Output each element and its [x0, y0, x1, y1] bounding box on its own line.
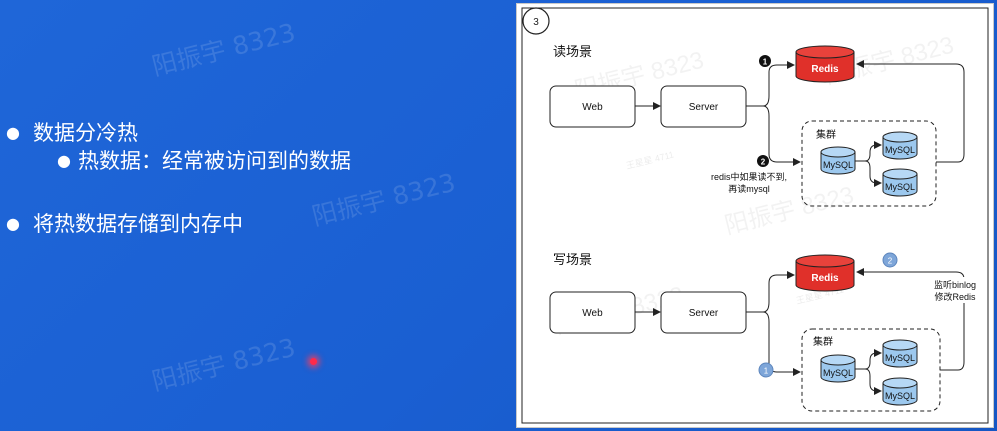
step-badge-label: 3	[533, 17, 539, 28]
mysql-replica-a-cylinder	[882, 131, 918, 160]
cluster-box	[801, 120, 937, 207]
binlog-note-line1: 监听binlog	[934, 279, 976, 290]
cluster-label: 集群	[816, 128, 836, 141]
replication-arrow	[855, 141, 882, 162]
write-scene-title: 写场景	[553, 252, 592, 267]
bullet-text: 热数据：经常被访问到的数据	[78, 149, 351, 173]
architecture-diagram: 阳振宇 8323 阳振宇 8323 阳振宇 8323 阳振宇 8323 王星星 …	[521, 7, 989, 424]
bullet-text: 数据分冷热	[33, 121, 138, 145]
server-to-redis-arrow	[746, 271, 795, 313]
cluster-to-redis-arrow	[856, 60, 965, 163]
laser-pointer	[310, 358, 317, 365]
replication-arrow	[855, 349, 882, 370]
server-label: Server	[689, 102, 719, 113]
mysql-replica-b-cylinder	[882, 168, 918, 197]
binlog-note-line2: 修改Redis	[934, 291, 976, 302]
server-label: Server	[689, 308, 719, 319]
write-step-1-badge	[758, 362, 774, 378]
web-label: Web	[582, 308, 603, 319]
binlog-note-bg	[928, 277, 982, 303]
redis-cylinder	[795, 45, 855, 83]
write-step-2-badge	[882, 252, 898, 268]
mysql-main-cylinder	[820, 146, 856, 175]
redis-label: Redis	[811, 273, 839, 284]
mysql-replica-b-label: MySQL	[885, 182, 915, 192]
read-scene-title: 读场景	[553, 44, 592, 59]
read-note-line2: 再读mysql	[728, 183, 770, 194]
step-1-label: 1	[763, 58, 768, 67]
server-to-cluster-arrow	[746, 105, 801, 166]
server-to-redis-arrow	[746, 61, 795, 107]
mysql-replica-a-label: MySQL	[885, 353, 915, 363]
step-2-label: 2	[761, 158, 766, 167]
bullet-item: ● 数据分冷热	[6, 121, 138, 145]
bullet-list: ● 数据分冷热 ● 热数据：经常被访问到的数据 ● 将热数据存储到内存中	[0, 0, 510, 431]
watermark: 王星星 4711	[625, 149, 675, 171]
bullet-dot-icon: ●	[6, 214, 20, 233]
sub-bullet-item: ● 热数据：经常被访问到的数据	[57, 149, 351, 173]
cluster-label: 集群	[813, 335, 833, 348]
mysql-replica-b-cylinder	[882, 377, 918, 406]
mysql-replica-b-label: MySQL	[885, 391, 915, 401]
diagram-panel: 阳振宇 8323 阳振宇 8323 阳振宇 8323 阳振宇 8323 王星星 …	[516, 3, 994, 428]
step-badge	[522, 7, 550, 35]
write-step-2-label: 2	[888, 257, 893, 266]
mysql-main-cylinder	[820, 354, 856, 383]
replication-arrow	[855, 160, 882, 187]
bullet-text: 将热数据存储到内存中	[33, 212, 243, 236]
bullet-dot-icon: ●	[6, 123, 20, 142]
server-to-cluster-arrow	[746, 311, 801, 376]
redis-cylinder	[795, 254, 855, 292]
binlog-to-redis-arrow	[856, 268, 965, 371]
diagram-frame	[521, 7, 989, 424]
read-note-line1: redis中如果读不到,	[711, 171, 787, 182]
mysql-replica-a-cylinder	[882, 339, 918, 368]
mysql-replica-a-label: MySQL	[885, 145, 915, 155]
replication-arrow	[855, 368, 882, 395]
mysql-main-label: MySQL	[823, 160, 853, 170]
redis-label: Redis	[811, 64, 839, 75]
bullet-item: ● 将热数据存储到内存中	[6, 212, 243, 236]
mysql-main-label: MySQL	[823, 368, 853, 378]
bullet-dot-icon: ●	[57, 151, 71, 170]
web-label: Web	[582, 102, 603, 113]
write-step-1-label: 1	[764, 367, 769, 376]
step-1-badge	[759, 55, 771, 67]
step-2-badge	[757, 155, 769, 167]
